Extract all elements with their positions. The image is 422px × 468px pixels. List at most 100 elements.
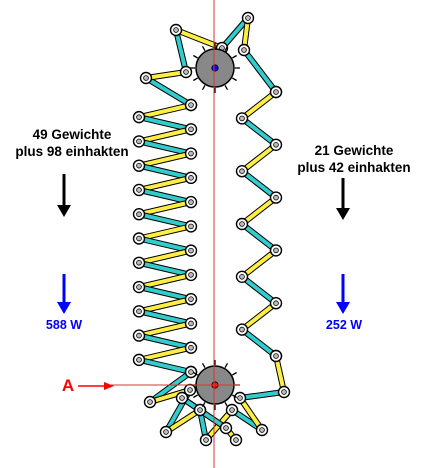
bottom-inner-pin-2-core — [223, 425, 229, 431]
left-chain-pin-2-core — [188, 126, 194, 133]
bottom-inner-pin-3-core — [233, 437, 239, 443]
left-chain-coil — [132, 98, 198, 379]
left-chain-link-12 — [137, 248, 193, 265]
bottom-chain-pin-2-core — [187, 387, 193, 393]
top-chain-link-6 — [242, 48, 278, 94]
bottom-chain-pin-9-core — [281, 389, 287, 395]
right-chain-link-2 — [240, 142, 278, 174]
right-chain-link-4 — [240, 195, 278, 226]
right-chain-link-5 — [240, 222, 278, 253]
top-chain-pin-2-core — [183, 69, 189, 75]
upper-hub-tooth-1 — [231, 77, 237, 82]
left-chain-pin-14-core — [188, 272, 194, 278]
left-chain-link-0 — [137, 103, 193, 120]
bottom-chain-pin-1-core — [147, 399, 153, 405]
lower-hub-tooth-10 — [224, 363, 229, 369]
top-chain-pin-7-core — [273, 89, 279, 95]
point-a-label: A — [61, 376, 75, 395]
lower-hub-tooth-1 — [231, 394, 237, 399]
bottom-inner-pin-0-core — [197, 407, 203, 413]
left-chain-link-4 — [137, 151, 193, 168]
upper-hub-tooth-5 — [193, 77, 199, 82]
bottom-inner-pin-1-core — [179, 395, 185, 401]
left-hooks-count: plus 98 einhakten — [15, 144, 129, 159]
right-chain-link-0 — [240, 90, 278, 121]
bottom-chain-link-3 — [164, 408, 202, 434]
left-chain-link-20 — [137, 345, 193, 362]
left-chain-link-6 — [137, 175, 193, 192]
bottom-chain-pin-3-core — [163, 429, 169, 435]
right-chain-pin-3-core — [239, 168, 245, 175]
left-chain-link-5 — [137, 163, 193, 180]
right-force-label: 252 W — [325, 318, 363, 332]
lower-hub-tooth-8 — [201, 363, 206, 369]
right-chain-pin-1-core — [239, 115, 245, 122]
right-chain-pin-8-core — [273, 300, 279, 307]
left-chain-link-18 — [137, 321, 193, 338]
top-chain-link-2 — [174, 28, 188, 74]
arrows — [57, 174, 350, 390]
red-arrow-head — [104, 382, 114, 390]
lower-hub-tooth-5 — [193, 394, 199, 399]
top-chain-pin-0-core — [188, 102, 194, 108]
right-chain-pin-2-core — [273, 142, 279, 148]
right-chain-link-7 — [240, 274, 278, 306]
left-weights-count: 49 Gewichte — [32, 127, 112, 142]
top-chain-link-0 — [144, 76, 193, 107]
right-chain-pin-9-core — [239, 326, 245, 333]
bottom-chain-link-7 — [238, 396, 264, 432]
left-chain-pin-21-core — [136, 357, 142, 363]
left-chain-pin-13-core — [136, 259, 142, 266]
bottom-chain-link-8 — [238, 390, 286, 400]
left-chain-pin-20-core — [188, 344, 194, 351]
top-chain-pin-3-core — [173, 27, 179, 33]
left-chain-pin-18-core — [188, 320, 194, 327]
left-chain-link-1 — [137, 115, 193, 132]
right-chain-link-6 — [240, 248, 278, 279]
left-chain-link-8 — [137, 200, 193, 217]
left-chain-link-9 — [137, 212, 193, 229]
right-hooks-count: plus 42 einhakten — [297, 160, 411, 175]
left-chain-link-16 — [137, 297, 193, 314]
left-chain-link-10 — [137, 224, 193, 241]
left-chain-pin-6-core — [188, 175, 194, 181]
left-chain-link-19 — [137, 333, 193, 350]
right-chain-link-9 — [240, 327, 278, 358]
left-chain-pin-17-core — [136, 308, 142, 315]
top-chain-pin-5-core — [245, 15, 251, 21]
left-chain-pin-4-core — [188, 150, 194, 157]
left-black-arrow-head — [57, 205, 71, 217]
right-chain-zigzag — [235, 85, 283, 363]
lower-hub-tooth-4 — [201, 401, 206, 407]
left-chain-pin-15-core — [136, 284, 142, 290]
lower-hub-tooth-11 — [231, 371, 237, 376]
left-chain-link-11 — [137, 236, 193, 253]
top-chain-pin-6-core — [241, 47, 247, 53]
left-chain-pin-7-core — [136, 187, 142, 193]
top-chain-link-4 — [220, 16, 250, 50]
left-chain-pin-19-core — [136, 332, 142, 339]
left-weight-label: 49 Gewichte plus 98 einhakten — [2, 126, 142, 160]
right-weight-label: 21 Gewichte plus 42 einhakten — [286, 142, 422, 176]
right-chain-link-1 — [240, 116, 278, 147]
left-chain-link-21 — [137, 357, 193, 374]
right-chain-pin-4-core — [273, 194, 279, 201]
upper-hub-tooth-7 — [193, 54, 199, 59]
left-chain-link-13 — [137, 260, 193, 277]
top-chain-loop — [139, 11, 283, 112]
right-chain-pin-6-core — [273, 247, 279, 254]
top-chain-pin-1-core — [143, 75, 149, 81]
left-chain-pin-9-core — [136, 211, 142, 218]
left-chain-pin-12-core — [188, 247, 194, 254]
hubs — [110, 43, 240, 410]
left-force-label: 588 W — [45, 318, 83, 332]
left-blue-arrow-head — [57, 302, 71, 314]
top-chain-link-1 — [144, 70, 188, 80]
left-chain-link-2 — [137, 127, 193, 144]
left-chain-pin-5-core — [136, 162, 142, 169]
left-chain-pin-1-core — [136, 114, 142, 120]
upper-hub-tooth-10 — [224, 46, 229, 52]
right-chain-pin-7-core — [239, 273, 245, 280]
right-chain-link-8 — [240, 301, 278, 332]
